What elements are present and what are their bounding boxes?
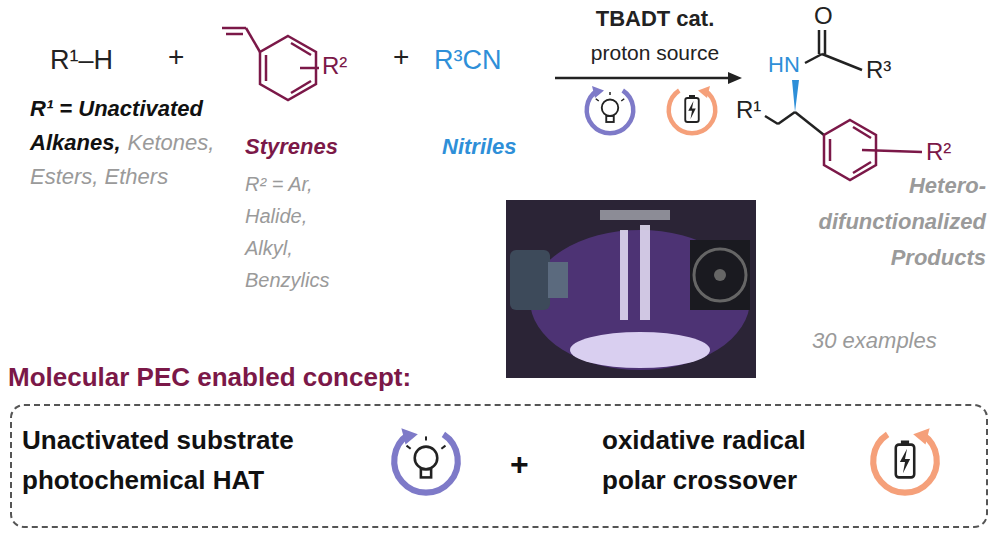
substituent-label: R² [322,52,347,81]
setup-photo [506,200,756,378]
section-heading: Molecular PEC enabled concept: [8,362,411,393]
catalyst-label: TBADT cat. [560,6,750,32]
scope-note-group: R¹ = Unactivated Alkanes,Ketones, Esters… [30,92,235,194]
plus-sign: + [393,40,409,74]
reagent-formula: R³CN [434,44,502,76]
text-block: oxidative radical polar crossover [602,420,867,500]
atom-label: O [814,2,833,31]
photo-cycle-icon [587,86,634,133]
reagent-formula: R¹–H [50,44,113,76]
plus-sign: + [510,444,529,484]
electro-cycle-icon [873,428,937,492]
class-heading: Nitriles [442,134,517,160]
reaction-arrow [555,72,742,84]
styrene-structure [222,28,319,100]
electro-cycle-icon [669,86,716,133]
scope-count: 30 examples [812,328,937,354]
class-heading: Styrenes [245,134,338,160]
atom-label: HN [768,52,800,78]
substituent-label: R¹ [736,96,761,125]
product-note: Hetero-difunctionalized Products [780,168,986,276]
concept-box: Unactivated substrate photochemical HAT +… [10,404,988,528]
scope-note: R² = Ar, Halide, Alkyl, Benzylics [245,168,357,296]
substituent-label: R² [926,138,951,167]
stereo-wedge [792,80,799,112]
condition-label: proton source [560,40,750,65]
substituent-label: R³ [866,56,891,85]
text-block: Unactivated substrate photochemical HAT [22,420,367,500]
photo-cycle-icon [394,428,458,492]
plus-sign: + [168,40,184,74]
product-structure [765,30,922,180]
